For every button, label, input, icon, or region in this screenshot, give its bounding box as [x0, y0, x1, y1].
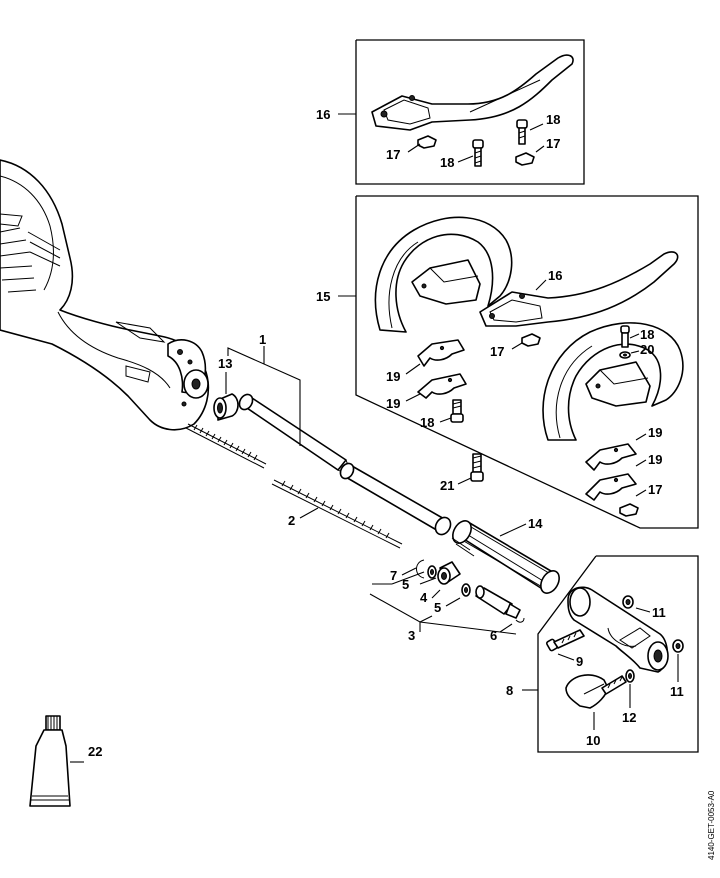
- wing-screw-10: 10: [565, 674, 627, 748]
- drawing-code: 4140-GET-0053-A0: [707, 790, 716, 860]
- callout-21: 21: [440, 478, 454, 493]
- washer-5-a: [427, 565, 437, 579]
- callout-6: 6: [490, 628, 497, 643]
- screw-21: 21: [440, 453, 484, 493]
- callout-11-a: 11: [652, 605, 666, 620]
- nut-17-kit: 17: [386, 135, 437, 162]
- drive-shaft-2-upper: [185, 423, 267, 469]
- handle-holder-housing: [567, 586, 669, 673]
- bushing-13: 13: [213, 356, 239, 421]
- circlip-7: 7: [390, 559, 425, 583]
- handle-bar-loop: 16: [479, 251, 679, 327]
- callout-12: 12: [622, 710, 636, 725]
- washer-20: 20: [619, 342, 654, 359]
- callout-4: 4: [420, 590, 428, 605]
- callout-19-d: 19: [648, 452, 662, 467]
- callout-17-a: 17: [386, 147, 400, 162]
- clamp-19-d: 19: [585, 452, 662, 501]
- callout-16-b: 16: [548, 268, 562, 283]
- drive-tube-1-lower: [339, 462, 452, 536]
- engine-housing: [0, 159, 210, 431]
- callout-2: 2: [288, 513, 295, 528]
- callout-15: 15: [316, 289, 330, 304]
- nut-17-kit-b: 17: [515, 136, 560, 166]
- callout-19-b: 19: [386, 396, 400, 411]
- loop-handle-kit-box: 15: [316, 195, 699, 529]
- callout-11-b: 11: [670, 684, 684, 699]
- handle-bar-small: [371, 54, 574, 131]
- callout-13: 13: [218, 356, 232, 371]
- clamp-19-a: 19: [386, 339, 465, 384]
- callout-10: 10: [586, 733, 600, 748]
- callout-17-c: 17: [490, 344, 504, 359]
- callout-19-c: 19: [648, 425, 662, 440]
- screw-18-loop: 18: [620, 325, 654, 348]
- callout-22: 22: [88, 744, 102, 759]
- bearing-4: 4: [420, 561, 461, 605]
- handle-kit-box: 16: [316, 39, 585, 185]
- callout-19-a: 19: [386, 369, 400, 384]
- loop-handle-right: [542, 322, 684, 441]
- tube-sleeve-14: 14: [451, 516, 560, 594]
- drive-tube-1-upper: [238, 393, 348, 472]
- callout-5-b: 5: [434, 600, 441, 615]
- callout-20: 20: [640, 342, 654, 357]
- grease-tube-22: 22: [29, 715, 102, 807]
- nut-11-b: 11: [670, 639, 684, 699]
- callout-17-d: 17: [648, 482, 662, 497]
- callout-1: 1: [259, 332, 266, 347]
- nut-11-a: 11: [622, 595, 666, 620]
- callout-17-b: 17: [546, 136, 560, 151]
- screw-18-kit-a: 18: [440, 139, 484, 170]
- screw-9: 9: [545, 629, 585, 669]
- callout-18-b: 18: [546, 112, 560, 127]
- callout-14: 14: [528, 516, 543, 531]
- callout-3: 3: [408, 628, 415, 643]
- callout-1-bracket: 1: [227, 332, 301, 446]
- callout-16: 16: [316, 107, 330, 122]
- callout-18-d: 18: [420, 415, 434, 430]
- drive-shaft-2-lower: 2: [271, 479, 403, 549]
- loop-handle-left: [374, 216, 513, 333]
- screw-18-kit-b: 18: [516, 112, 560, 145]
- clamp-19-c: 19: [585, 425, 662, 471]
- handle-holder-box: 8: [506, 555, 699, 753]
- shaft-end-6: 6: [475, 585, 525, 643]
- washer-12: 12: [622, 669, 636, 725]
- callout-8: 8: [506, 683, 513, 698]
- nut-17-loop-a: 17: [490, 333, 541, 359]
- screw-18-clamp: 18: [420, 399, 464, 430]
- callout-18-c: 18: [640, 327, 654, 342]
- callout-3-bracket: 5 3: [369, 571, 517, 643]
- nut-17-loop-b: 17: [619, 482, 662, 517]
- washer-5-b: 5: [434, 583, 471, 615]
- callout-9: 9: [576, 654, 583, 669]
- callout-7: 7: [390, 568, 397, 583]
- callout-5-a: 5: [402, 577, 409, 592]
- clamp-19-b: 19: [386, 373, 467, 411]
- callout-18-a: 18: [440, 155, 454, 170]
